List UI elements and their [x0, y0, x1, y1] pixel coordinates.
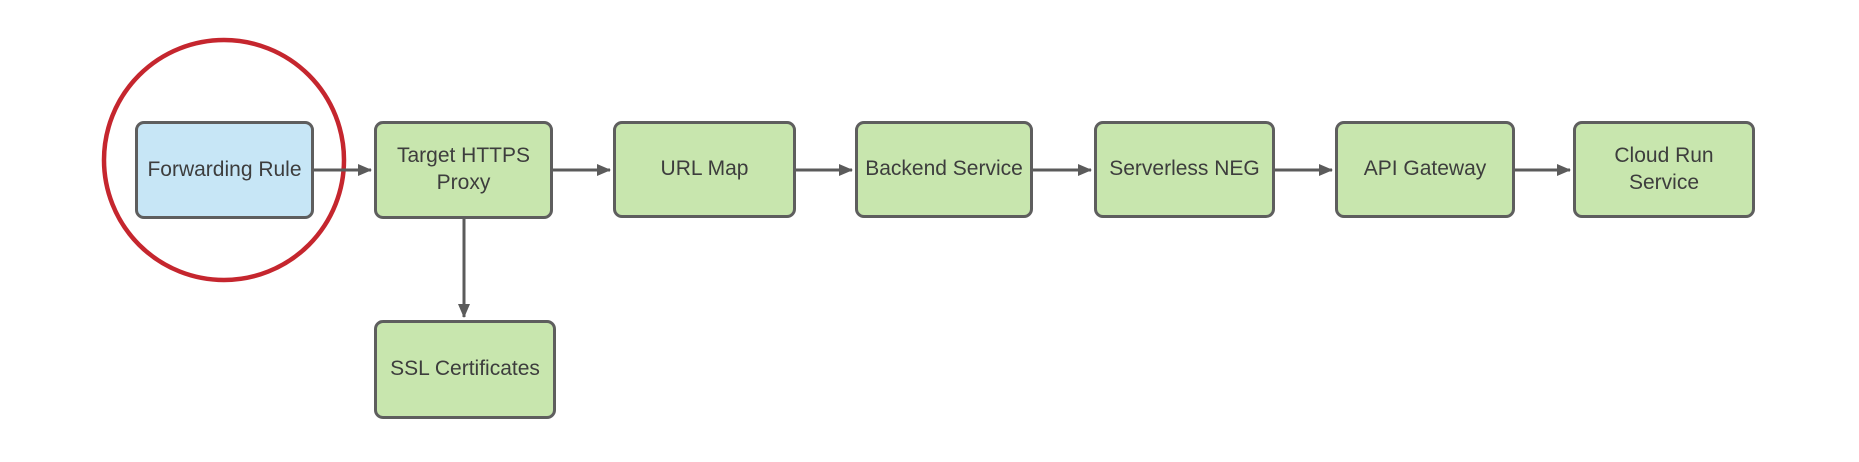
node-api-gateway: API Gateway [1335, 121, 1515, 218]
node-forwarding-rule: Forwarding Rule [135, 121, 314, 219]
node-label: Cloud Run Service [1614, 143, 1714, 194]
node-cloud-run-service: Cloud Run Service [1573, 121, 1755, 218]
node-label: API Gateway [1363, 157, 1487, 181]
node-label: Backend Service [865, 157, 1023, 181]
node-label: Forwarding Rule [147, 157, 302, 181]
node-serverless-neg: Serverless NEG [1094, 121, 1275, 218]
node-target-https-proxy: Target HTTPS Proxy [374, 121, 553, 219]
node-label: SSL Certificates [390, 357, 540, 381]
node-label: Serverless NEG [1109, 157, 1260, 181]
node-backend-service: Backend Service [855, 121, 1033, 218]
node-label: Target HTTPS Proxy [396, 144, 531, 194]
node-ssl-certificates: SSL Certificates [374, 320, 556, 419]
node-label: URL Map [660, 157, 749, 181]
node-url-map: URL Map [613, 121, 796, 218]
